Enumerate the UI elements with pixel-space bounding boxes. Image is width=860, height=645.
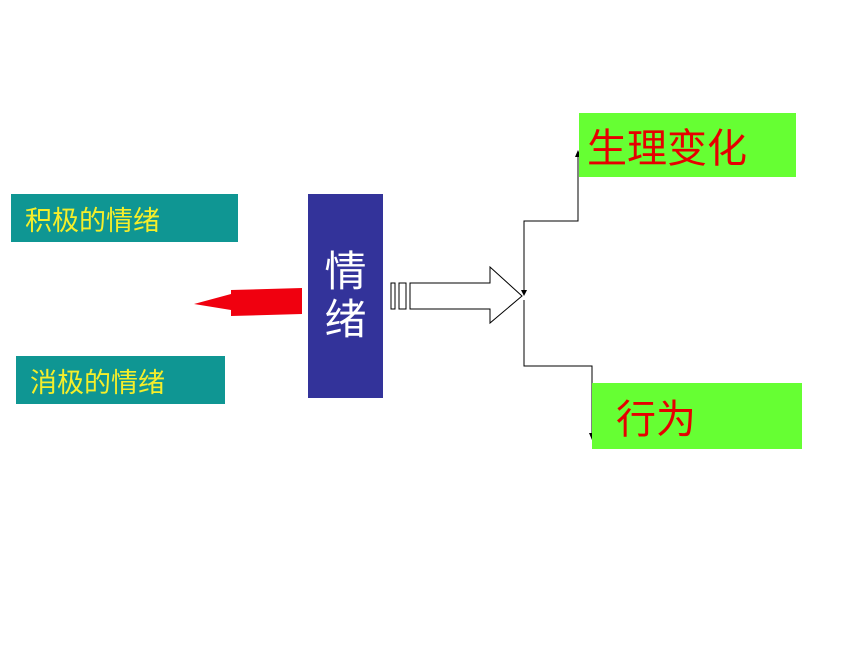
physiological-change-label: 生理变化 bbox=[587, 126, 747, 172]
emotion-char-2: 绪 bbox=[324, 295, 367, 344]
arrowhead-branch bbox=[521, 290, 527, 296]
arrow-stripe-2 bbox=[398, 282, 407, 310]
negative-emotion-box: 消极的情绪 bbox=[16, 356, 225, 404]
positive-emotion-box: 积极的情绪 bbox=[11, 194, 238, 242]
physiological-change-box: 生理变化 bbox=[579, 113, 796, 177]
emotion-center-box: 情 绪 bbox=[308, 194, 383, 398]
emotion-char-1: 情 bbox=[324, 246, 367, 296]
red-left-arrow bbox=[194, 288, 302, 316]
arrow-stripe-1 bbox=[390, 282, 396, 310]
positive-emotion-label: 积极的情绪 bbox=[25, 205, 160, 237]
negative-emotion-label: 消极的情绪 bbox=[30, 367, 165, 399]
behavior-box: 行为 bbox=[592, 383, 802, 449]
branch-connectors bbox=[523, 155, 593, 436]
block-right-arrow bbox=[409, 265, 523, 325]
behavior-label: 行为 bbox=[616, 397, 696, 443]
